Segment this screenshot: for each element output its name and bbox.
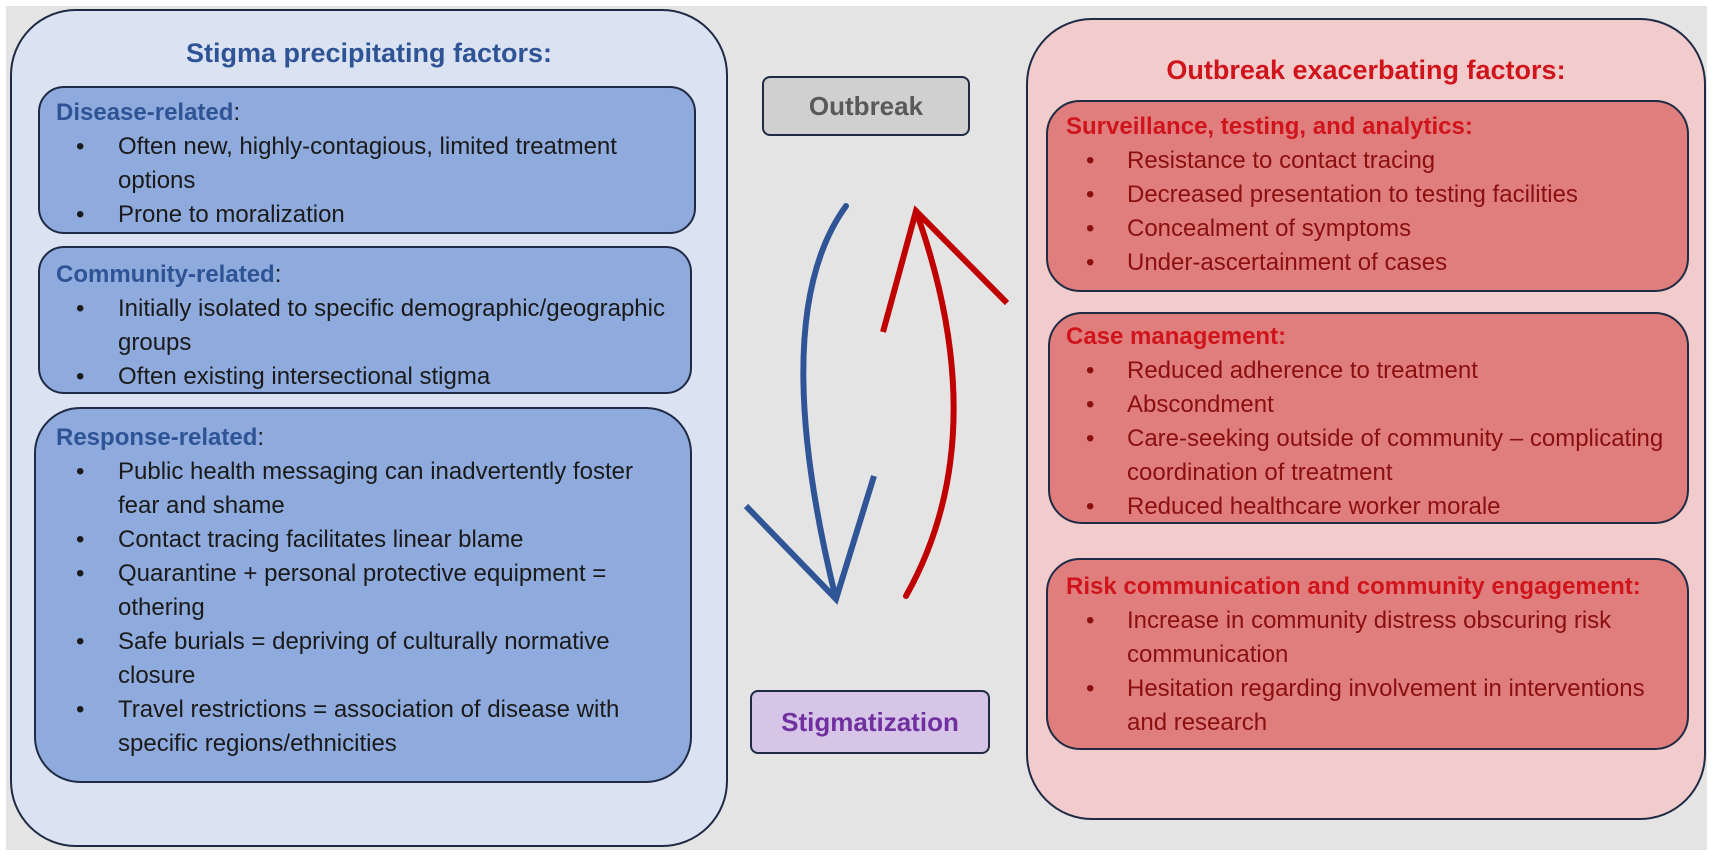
list-item: Initially isolated to specific demograph…	[56, 292, 672, 360]
case-management-list: Reduced adherence to treatment Abscondme…	[1066, 354, 1677, 524]
blue-arrow-outbreak-to-stigmatization	[743, 203, 877, 605]
stigmatization-node: Stigmatization	[750, 690, 990, 754]
response-related-box: Response-related: Public health messagin…	[34, 407, 692, 783]
list-item: Hesitation regarding involvement in inte…	[1066, 672, 1681, 740]
outbreak-factors-title: Outbreak exacerbating factors:	[1166, 55, 1566, 85]
disease-related-heading: Disease-related:	[56, 99, 241, 126]
community-related-box: Community-related: Initially isolated to…	[38, 246, 692, 394]
diagram-canvas: Stigma precipitating factors: Disease-re…	[6, 6, 1707, 850]
list-item: Increase in community distress obscuring…	[1066, 604, 1681, 672]
response-related-list: Public health messaging can inadvertentl…	[56, 455, 676, 761]
stigma-factors-title: Stigma precipitating factors:	[185, 38, 553, 68]
list-item: Resistance to contact tracing	[1066, 144, 1677, 178]
list-item: Quarantine + personal protective equipme…	[56, 557, 676, 625]
red-arrow-head	[880, 205, 1010, 333]
outbreak-factors-panel: Outbreak exacerbating factors: Surveilla…	[1026, 18, 1706, 820]
list-item: Reduced healthcare worker morale	[1066, 490, 1677, 524]
list-item: Reduced adherence to treatment	[1066, 354, 1677, 388]
surveillance-box: Surveillance, testing, and analytics: Re…	[1046, 100, 1689, 292]
cycle-arrows	[743, 203, 1010, 605]
blue-arrow-head	[743, 475, 877, 605]
community-related-list: Initially isolated to specific demograph…	[56, 292, 672, 394]
disease-related-box: Disease-related: Often new, highly-conta…	[38, 86, 696, 234]
list-item: Care-seeking outside of community – comp…	[1066, 422, 1677, 490]
list-item: Public health messaging can inadvertentl…	[56, 455, 676, 523]
list-item: Contact tracing facilitates linear blame	[56, 523, 676, 557]
list-item: Often existing intersectional stigma	[56, 360, 672, 394]
risk-communication-list: Increase in community distress obscuring…	[1066, 604, 1681, 740]
list-item: Often new, highly-contagious, limited tr…	[56, 130, 676, 198]
surveillance-heading: Surveillance, testing, and analytics:	[1066, 113, 1473, 140]
list-item: Under-ascertainment of cases	[1066, 246, 1677, 280]
list-item: Safe burials = depriving of culturally n…	[56, 625, 676, 693]
blue-arrow-shaft	[800, 203, 849, 602]
disease-related-list: Often new, highly-contagious, limited tr…	[56, 130, 676, 232]
community-related-heading: Community-related:	[56, 261, 282, 288]
risk-communication-heading: Risk communication and community engagem…	[1066, 573, 1641, 600]
list-item: Concealment of symptoms	[1066, 212, 1677, 246]
risk-communication-box: Risk communication and community engagem…	[1046, 558, 1689, 750]
list-item: Abscondment	[1066, 388, 1677, 422]
list-item: Travel restrictions = association of dis…	[56, 693, 676, 761]
red-arrow-stigmatization-to-outbreak	[880, 205, 1010, 599]
red-arrow-shaft	[903, 208, 957, 599]
stigma-factors-panel: Stigma precipitating factors: Disease-re…	[10, 9, 728, 847]
outbreak-node: Outbreak	[762, 76, 970, 136]
case-management-heading: Case management:	[1066, 323, 1287, 350]
surveillance-list: Resistance to contact tracing Decreased …	[1066, 144, 1677, 280]
list-item: Prone to moralization	[56, 198, 676, 232]
case-management-box: Case management: Reduced adherence to tr…	[1048, 312, 1689, 524]
response-related-heading: Response-related:	[56, 424, 265, 451]
list-item: Decreased presentation to testing facili…	[1066, 178, 1677, 212]
